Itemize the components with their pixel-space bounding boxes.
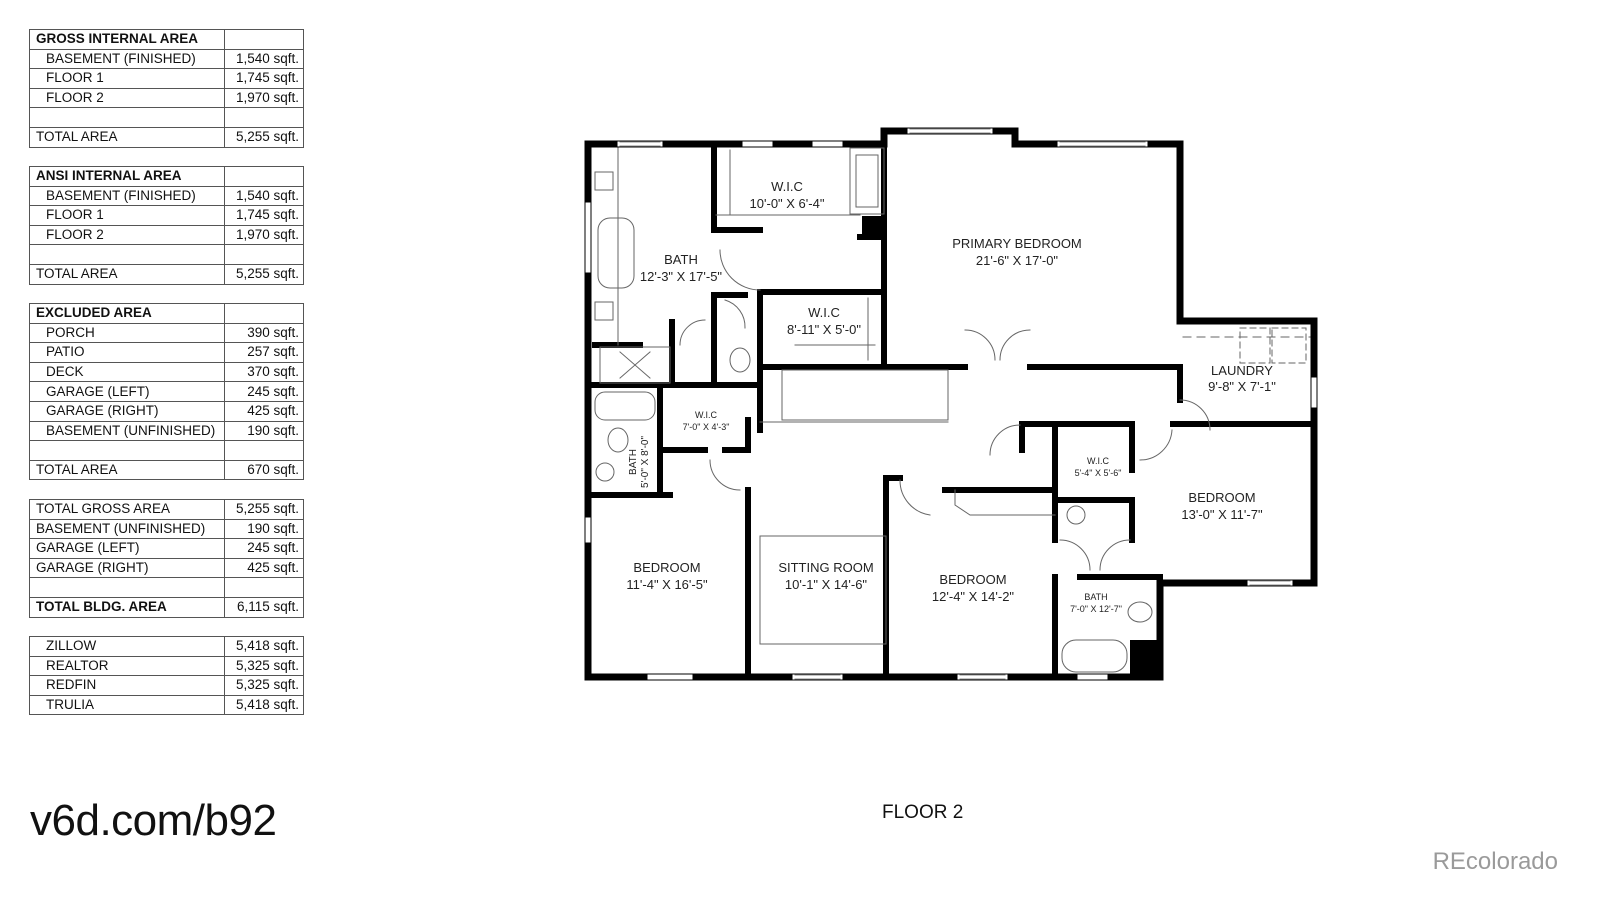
ansi-internal-area-table: ANSI INTERNAL AREA BASEMENT (FINISHED)1,… [29,166,304,285]
interior-walls [585,141,1317,680]
table-row: GARAGE (RIGHT)425 sqft. [29,557,304,579]
table-row: BASEMENT (UNFINISHED)190 sqft. [29,420,304,442]
room-name: BATH [628,449,639,475]
room-name: BEDROOM [939,572,1006,587]
room-dims: 12'-4" X 14'-2" [932,589,1015,604]
gross-internal-area-table: GROSS INTERNAL AREA BASEMENT (FINISHED)1… [29,29,304,148]
room-dims: 21'-6" X 17'-0" [976,253,1059,268]
room-name: W.I.C [808,305,840,320]
room-dims: 10'-0" X 6'-4" [750,196,825,211]
table-row: BASEMENT (FINISHED)1,540 sqft. [29,48,304,70]
room-name: BEDROOM [1188,490,1255,505]
room-dims: 13'-0" X 11'-7" [1181,507,1263,522]
room-dims: 11'-4" X 16'-5" [626,577,708,592]
watermark-logo: REcolorado [1432,848,1558,875]
room-name: W.I.C [1087,456,1109,466]
room-dims: 10'-1" X 14'-6" [785,577,868,592]
room-name: BEDROOM [633,560,700,575]
blank-row [29,440,304,461]
room-labels: W.I.C 10'-0" X 6'-4" PRIMARY BEDROOM 21'… [626,179,1276,614]
room-dims: 5'-4" X 5'-6" [1075,468,1122,478]
room-dims: 12'-3" X 17'-5" [640,269,723,284]
room-name: LAUNDRY [1211,363,1273,378]
room-name: BATH [664,252,698,267]
tour-url[interactable]: v6d.com/b92 [30,796,277,845]
window-frames [619,128,1291,680]
room-name: SITTING ROOM [778,560,873,575]
room-dims: 7'-0" X 12'-7" [1070,604,1122,614]
room-name: BATH [1084,592,1107,602]
room-name: PRIMARY BEDROOM [952,236,1082,251]
room-name: W.I.C [771,179,803,194]
room-dims: 5'-0" X 8'-0" [640,436,651,489]
table-title: ANSI INTERNAL AREA [29,166,225,187]
room-name: W.I.C [695,410,717,420]
windows [585,128,1317,680]
fixtures [594,147,1311,673]
floor-label: FLOOR 2 [882,802,964,823]
room-dims: 8'-11" X 5'-0" [787,322,861,337]
room-dims: 7'-0" X 4'-3" [683,422,730,432]
room-dims: 9'-8" X 7'-1" [1208,379,1276,394]
